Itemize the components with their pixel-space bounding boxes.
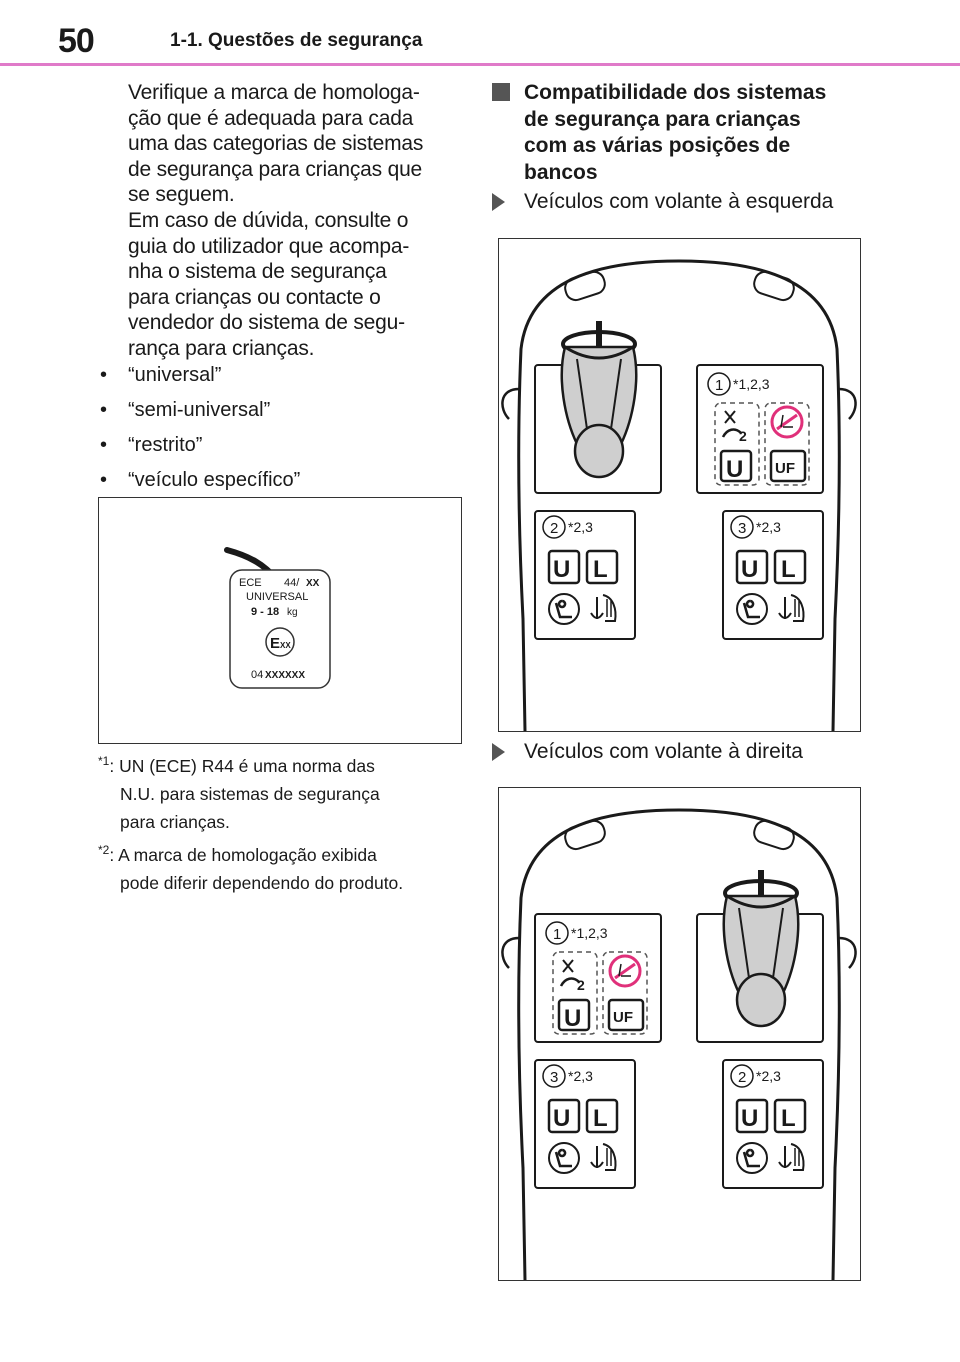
para-line: vendedor do sistema de segu- (128, 311, 405, 335)
uf-mark: UF (613, 1009, 633, 1026)
footnote-2: *2: A marca de homologação exibida pode … (98, 843, 404, 893)
section-title: 1-1. Questões de segurança (170, 30, 423, 51)
list-item: •“veículo específico” (100, 468, 301, 491)
e-mark-text: E (270, 635, 280, 652)
uf-mark: UF (775, 460, 795, 477)
seat-number-1: 1 (715, 377, 723, 394)
label-weight-text: 9 - 18 (251, 606, 279, 618)
label-reg-text: 44/ (284, 577, 300, 589)
airbag-off-icon: 2 (721, 410, 747, 444)
page-header: 50 1-1. Questões de segurança (0, 0, 960, 66)
list-item: •“universal” (100, 363, 222, 386)
footnote-mark: *2 (98, 843, 110, 858)
child-seat-icon (547, 1141, 581, 1175)
lhd-seat-diagram: 1 *1,2,3 2 U UF 2 *2,3 U L 3 *2 (498, 238, 861, 732)
para-line: se seguem. (128, 183, 235, 207)
u-mark: U (741, 1105, 758, 1132)
left-column: Verifique a marca de homologa- ção que é… (98, 80, 468, 504)
approval-label-illustration: ECE 44/ XX UNIVERSAL 9 - 18 kg E XX 04 X… (224, 547, 331, 689)
rear-facing-prohibited-icon (770, 405, 804, 439)
u-mark: U (741, 556, 758, 583)
seat-number-2: 2 (738, 1069, 746, 1086)
svg-text:2: 2 (739, 428, 747, 444)
section-heading: Compatibilidade dos sistemas de seguranç… (524, 81, 827, 184)
child-seat-icon (735, 1141, 769, 1175)
seat-note: *1,2,3 (733, 376, 770, 392)
page-number: 50 (58, 22, 95, 60)
para-line: de segurança para crianças que (128, 157, 423, 181)
para-line: rança para crianças. (128, 336, 315, 360)
lhd-car-illustration: 1 *1,2,3 2 U UF 2 *2,3 U L 3 *2 (501, 259, 857, 732)
footnote-mark: *1 (98, 754, 110, 769)
lhd-subheading: Veículos com volante à esquerda (492, 190, 892, 216)
seat-number-1: 1 (553, 926, 561, 943)
para-line: Verifique a marca de homologa- (128, 81, 420, 104)
triangle-bullet-icon (492, 193, 505, 211)
para-line: guia do utilizador que acompa- (128, 234, 410, 258)
seat-note: *2,3 (756, 519, 781, 535)
rhd-seat-diagram: 1 *1,2,3 2 U UF 3 *2,3 U L (498, 787, 861, 1281)
e-mark-circle (265, 627, 295, 657)
svg-text:2: 2 (577, 977, 585, 993)
seat-number-3: 3 (550, 1069, 558, 1086)
header-rule (0, 63, 960, 66)
label-code-prefix-text: 04 (251, 669, 263, 681)
seat-note: *2,3 (568, 1068, 593, 1084)
child-seat-icon (735, 592, 769, 626)
seat-note: *2,3 (756, 1068, 781, 1084)
rhd-subheading: Veículos com volante à direita (492, 740, 892, 766)
label-universal-text: UNIVERSAL (246, 591, 308, 603)
l-mark: L (781, 1105, 796, 1132)
e-mark-sub-text: XX (280, 641, 291, 650)
label-xx-text: XX (306, 578, 320, 589)
approval-label-figure: ECE 44/ XX UNIVERSAL 9 - 18 kg E XX 04 X… (98, 497, 462, 744)
rear-facing-prohibited-icon (608, 954, 642, 988)
triangle-bullet-icon (492, 743, 505, 761)
heading-square-icon (492, 83, 510, 101)
rhd-car-illustration: 1 *1,2,3 2 U UF 3 *2,3 U L (501, 808, 857, 1281)
child-seat-icon (547, 592, 581, 626)
category-list: •“universal” •“semi-universal” •“restrit… (98, 364, 468, 491)
seat-note: *2,3 (568, 519, 593, 535)
footnote-1: *1: UN (ECE) R44 é uma norma das N.U. pa… (98, 754, 380, 832)
para-line: ção que é adequada para cada (128, 106, 414, 130)
u-mark: U (564, 1005, 581, 1032)
l-mark: L (781, 556, 796, 583)
label-code-text: XXXXXX (265, 670, 305, 681)
list-item: •“restrito” (100, 433, 203, 456)
u-mark: U (553, 556, 570, 583)
seat-number-2: 2 (550, 520, 558, 537)
seat-number-3: 3 (738, 520, 746, 537)
para-line: nha o sistema de segurança (128, 260, 387, 284)
u-mark: U (553, 1105, 570, 1132)
seat-note: *1,2,3 (571, 925, 608, 941)
l-mark: L (593, 556, 608, 583)
list-item: •“semi-universal” (100, 398, 271, 421)
airbag-off-icon: 2 (559, 959, 585, 993)
u-mark: U (726, 456, 743, 483)
para-line: para crianças ou contacte o (128, 285, 381, 309)
label-ece-text: ECE (239, 577, 262, 589)
para-line: uma das categorias de sistemas (128, 132, 424, 156)
l-mark: L (593, 1105, 608, 1132)
intro-paragraph: Verifique a marca de homologa- ção que é… (128, 80, 468, 362)
label-unit-text: kg (287, 607, 298, 618)
para-line: Em caso de dúvida, consulte o (128, 208, 409, 232)
